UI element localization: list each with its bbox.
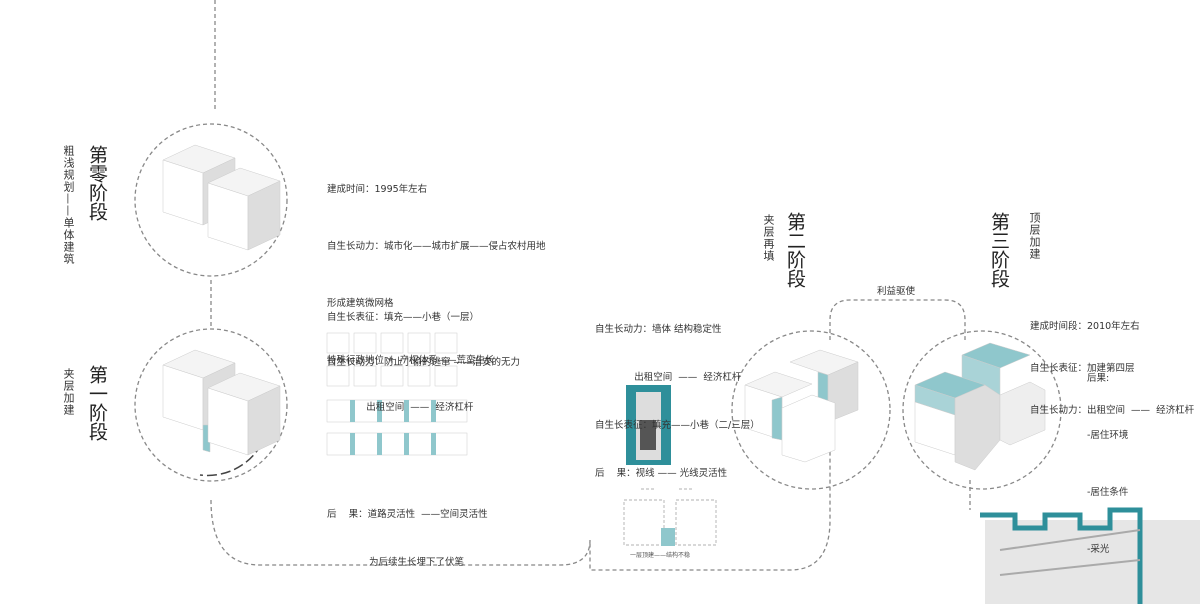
link-label: 利益驱使: [877, 286, 916, 297]
text-line: 形成建筑微网格: [327, 298, 394, 309]
stage3-subtitle: 顶层加建: [1028, 212, 1041, 260]
text-line: 后 果：视线 —— 光线灵活性: [595, 468, 728, 479]
stage0-circle: [134, 123, 288, 277]
section-caption: 一层顶建——结构不稳: [630, 552, 691, 559]
stage3-text: 建成时间段：2010年左右 自生长表征：加建第四层 自生长动力：出租空间 —— …: [1030, 292, 1194, 432]
stage1-result: 后 果：道路灵活性 ——空间灵活性 为后续生长埋下了伏笔: [327, 475, 488, 587]
stage1-subtitle: 夹层加建: [62, 368, 75, 416]
text-line: 建成时间段：2010年左右: [1030, 321, 1140, 332]
stage3-circle: [902, 330, 1062, 490]
text-line: 出租空间 —— 经济杠杆: [595, 372, 742, 383]
text-line: 出租空间 —— 经济杠杆: [327, 402, 474, 413]
stage2-circle: [731, 330, 891, 490]
text-line: 自生长动力：防止小偷的逃窜 ——治安的无力: [327, 357, 521, 368]
text-line: 自生长动力：城市化——城市扩展——侵占农村用地: [327, 241, 546, 252]
text-line: 后 果：道路灵活性 ——空间灵活性: [327, 509, 488, 520]
stage0-subtitle: 粗浅规划——单体建筑: [62, 145, 75, 265]
section-sketch: [623, 488, 717, 546]
text-line: 自生长动力：墙体 结构稳定性: [595, 324, 722, 335]
text-line: 特殊行政地位 ＋ 产权体系——荒蛮生长: [327, 355, 495, 366]
stage1-title: 第一阶段: [86, 365, 108, 441]
stage1-text: 自生长表征：填充——小巷（一层） 自生长动力：防止小偷的逃窜 ——治安的无力 出…: [327, 280, 520, 430]
stage0-cubes: [162, 144, 281, 251]
text-line: -采光: [1087, 544, 1110, 555]
stage2-subtitle: 夹层再填: [762, 214, 775, 262]
text-line: 为后续生长埋下了伏笔: [369, 557, 465, 568]
stage0-title: 第零阶段: [86, 145, 108, 221]
stage3-title: 第三阶段: [988, 212, 1010, 288]
section-fill: [661, 528, 675, 546]
stage1-circle: [134, 328, 288, 482]
text-line: 后果:: [1087, 373, 1110, 384]
stage0-text: 建成时间：1995年左右 自生长动力：城市化——城市扩展——侵占农村用地 形成建…: [327, 142, 546, 389]
text-line: -居住条件: [1087, 487, 1129, 498]
text-line: 自生长表征：填充——小巷（二/三层）: [595, 420, 760, 431]
stage1-cube-grid: [326, 332, 468, 456]
alley-photo: [626, 385, 671, 465]
text-line: -居住环境: [1087, 430, 1129, 441]
stage3-cubes: [914, 342, 1046, 471]
building-photo: [980, 507, 1200, 604]
stage3-result: 后果: -居住环境 -居住条件 -采光: [1087, 331, 1128, 578]
stage2-cubes: [744, 349, 859, 463]
text-line: 建成时间：1995年左右: [327, 184, 428, 195]
stage2-text: 自生长动力：墙体 结构稳定性 出租空间 —— 经济杠杆 自生长表征：填充——小巷…: [595, 290, 760, 498]
text-line: 自生长表征：加建第四层: [1030, 363, 1135, 374]
text-line: 自生长表征：填充——小巷（一层）: [327, 312, 480, 323]
stage1-cubes: [162, 349, 281, 456]
text-line: 自生长动力：出租空间 —— 经济杠杆: [1030, 405, 1195, 416]
stage2-title: 第二阶段: [784, 212, 806, 288]
